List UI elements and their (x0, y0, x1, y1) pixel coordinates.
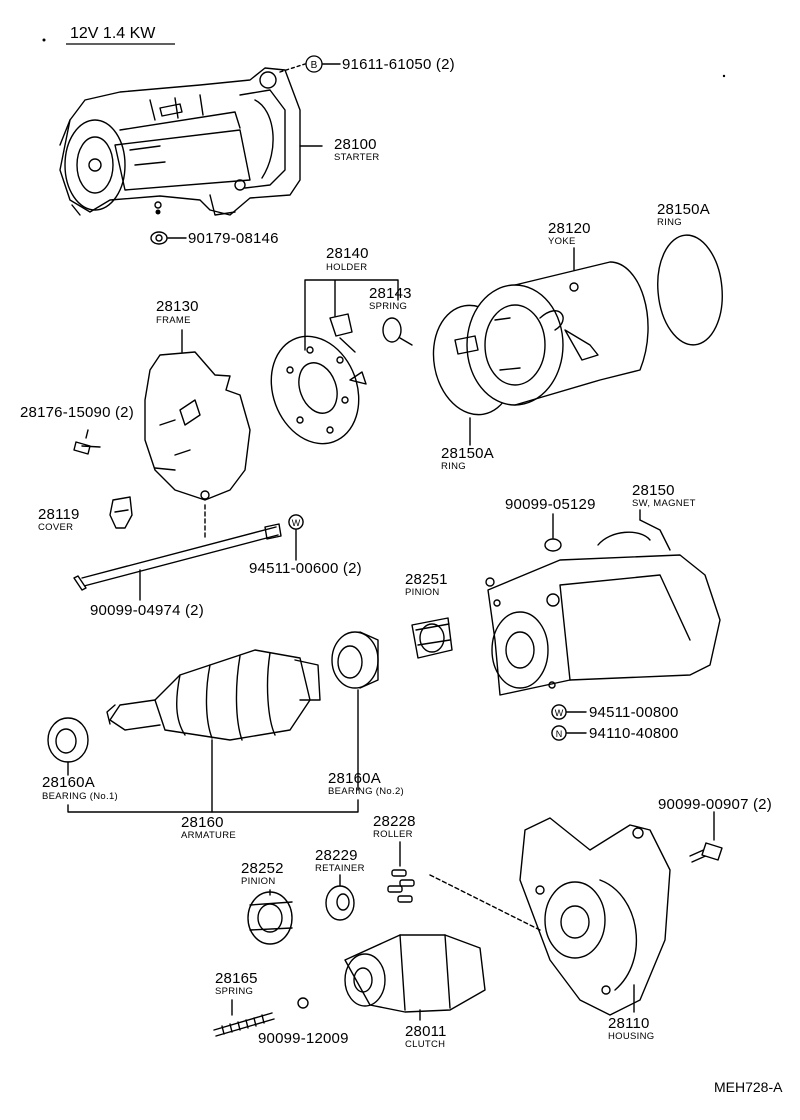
part-number-frame: 28130 (156, 298, 199, 315)
part-name-pinion-upper: PINION (405, 587, 440, 598)
part-name-sw-magnet: SW, MAGNET (632, 498, 696, 509)
part-number-holder: 28140 (326, 245, 369, 262)
part-name-armature: ARMATURE (181, 830, 237, 841)
part-name-bearing-2: BEARING (No.2) (328, 786, 404, 797)
part-name-starter: STARTER (334, 152, 380, 163)
part-number-washer-w1: 94511-00600 (2) (249, 560, 362, 577)
part-number-pinion-upper: 28251 (405, 571, 448, 588)
part-name-pinion-lower: PINION (241, 876, 276, 887)
part-number-armature: 28160 (181, 814, 224, 831)
part-number-housing: 28110 (608, 1015, 650, 1032)
badge-w2: W (555, 708, 564, 718)
nut-90179-drawing (151, 232, 167, 244)
brush-holder-drawing (257, 314, 374, 456)
part-name-ring-mid: RING (441, 461, 466, 472)
part-number-bolt-housing: 90099-00907 (2) (658, 796, 772, 813)
diagram-code: MEH728-A (714, 1079, 783, 1095)
part-name-bearing-1: BEARING (No.1) (42, 791, 118, 802)
part-number-clutch: 28011 (405, 1023, 447, 1040)
badge-n: N (556, 729, 563, 739)
yoke-drawing (455, 262, 648, 405)
part-number-starter: 28100 (334, 136, 377, 153)
part-number-coil-spring: 28165 (215, 970, 258, 987)
part-number-yoke: 28120 (548, 220, 591, 237)
badge-b: B (311, 60, 318, 71)
bolt-housing-drawing (690, 843, 722, 862)
part-number-bearing-2: 28160A (328, 770, 381, 787)
ring-right-drawing (653, 232, 726, 347)
part-name-retainer: RETAINER (315, 863, 365, 874)
roller-drawing (388, 870, 414, 902)
part-name-ring-right: RING (657, 217, 682, 228)
part-number-roller: 28228 (373, 813, 416, 830)
part-number-nut-top: 90179-08146 (188, 230, 279, 247)
badge-w1: W (292, 518, 301, 528)
frame-drawing (145, 352, 250, 500)
part-number-nut-switch: 90099-05129 (505, 496, 596, 513)
part-name-brush-spring: SPRING (369, 301, 408, 312)
part-number-sw-magnet: 28150 (632, 482, 675, 499)
retainer-drawing (326, 886, 354, 920)
part-number-washer-w2: 94511-00800 (589, 704, 679, 721)
part-number-ball: 90099-12009 (258, 1030, 349, 1047)
screw-28176-drawing (74, 442, 100, 454)
pinion-upper-drawing (412, 618, 452, 658)
part-name-yoke: YOKE (548, 236, 576, 247)
part-name-clutch: CLUTCH (405, 1039, 446, 1050)
part-number-screw-frame: 28176-15090 (2) (20, 404, 134, 421)
pinion-lower-drawing (248, 892, 292, 944)
part-number-bolt-top: 91611-61050 (2) (342, 56, 455, 73)
bearing-1-drawing (48, 718, 88, 762)
part-number-pinion-lower: 28252 (241, 860, 284, 877)
part-name-coil-spring: SPRING (215, 986, 254, 997)
clutch-drawing (345, 935, 485, 1012)
brush-spring-drawing (383, 318, 412, 345)
bearing-2-drawing (332, 632, 378, 688)
part-name-housing: HOUSING (608, 1031, 655, 1042)
through-bolt-drawing (74, 524, 281, 590)
starter-assembly-drawing (60, 68, 300, 215)
magnetic-switch-drawing (486, 520, 720, 695)
part-number-retainer: 28229 (315, 847, 358, 864)
part-number-through-bolt: 90099-04974 (2) (90, 602, 204, 619)
part-number-ring-mid: 28150A (441, 445, 494, 462)
part-name-cover: COVER (38, 522, 74, 533)
part-name-frame: FRAME (156, 315, 191, 326)
diagram-title: 12V 1.4 KW (70, 25, 156, 42)
armature-drawing (107, 650, 320, 740)
coil-spring-drawing (214, 1013, 274, 1036)
part-number-brush-spring: 28143 (369, 285, 412, 302)
part-number-ring-right: 28150A (657, 201, 710, 218)
part-number-nut-n: 94110-40800 (589, 725, 679, 742)
part-name-holder: HOLDER (326, 262, 368, 273)
ball-drawing (298, 998, 308, 1008)
part-name-roller: ROLLER (373, 829, 413, 840)
part-number-bearing-1: 28160A (42, 774, 95, 791)
housing-drawing (520, 818, 670, 1015)
cover-drawing (110, 497, 132, 528)
part-number-cover: 28119 (38, 506, 80, 523)
